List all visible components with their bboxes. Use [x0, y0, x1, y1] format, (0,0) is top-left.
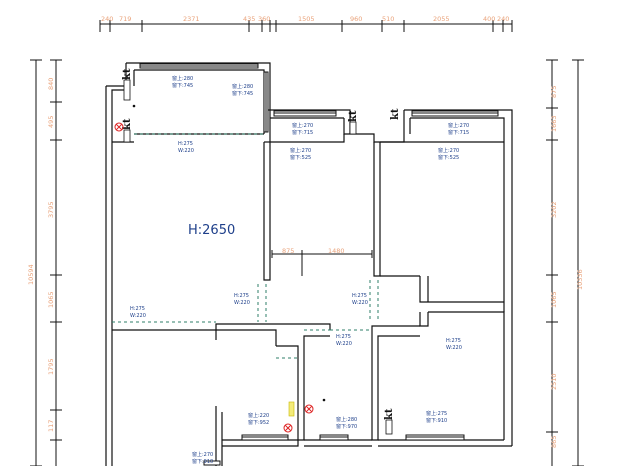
right-dim-2: 1663: [550, 115, 558, 132]
room-label: H:275: [178, 141, 193, 147]
room-label: 窗下:525: [438, 154, 459, 161]
gas-valve-icon: [114, 122, 124, 132]
room-label: W:220: [446, 345, 462, 351]
room-label: 窗下:745: [172, 82, 193, 89]
gas-valve-icon: [304, 404, 314, 414]
kt-label: kt: [348, 110, 359, 122]
right-dim-4: 1065: [550, 291, 558, 308]
left-dimension-chain: 840 495 3795 1065 1795 117 10594: [27, 59, 62, 466]
room-label: 窗上:220: [248, 412, 269, 419]
gas-valve-icon: [283, 423, 293, 433]
room-label: 窗上:270: [192, 451, 213, 458]
room-label: 窗上:270: [438, 147, 459, 154]
kt-markers: kt kt kt kt kt: [122, 68, 401, 435]
room-label: 窗下:970: [336, 423, 357, 430]
top-dim-10: 400: [483, 15, 495, 23]
inner-dim-2: 1480: [328, 247, 345, 255]
right-dim-5: 2510: [550, 373, 558, 390]
kt-label: kt: [122, 68, 133, 80]
left-dim-2: 495: [47, 116, 55, 128]
top-dim-6: 1505: [298, 15, 315, 23]
right-dimension-chain: 875 1663 3202 1065 2510 865 10336: [546, 59, 584, 466]
door-openings: [112, 133, 379, 359]
room-label: 窗下:745: [232, 90, 253, 97]
right-total: 10336: [576, 269, 584, 290]
room-label: 窗上:280: [172, 75, 193, 82]
top-dim-7: 960: [350, 15, 362, 23]
room-label: 窗下:910: [192, 458, 213, 465]
inner-dim-1: 875: [282, 247, 294, 255]
room-label: 窗下:525: [290, 154, 311, 161]
inner-dimension: 875 1480: [271, 247, 373, 276]
labels: 窗上:280 窗下:745 窗上:280 窗下:745 窗上:270 窗下:71…: [130, 75, 469, 465]
top-dim-5: 360: [258, 15, 270, 23]
kt-label: kt: [390, 108, 401, 120]
top-dim-11: 240: [497, 15, 509, 23]
room-label: W:220: [130, 313, 146, 319]
top-dim-1: 240: [101, 15, 113, 23]
gas-symbols: [114, 122, 314, 433]
room-label: 窗下:715: [292, 129, 313, 136]
left-dim-1: 840: [47, 78, 55, 90]
kt-label: kt: [122, 118, 133, 130]
room-label: 窗上:275: [426, 410, 447, 417]
top-dim-9: 2055: [433, 15, 450, 23]
room-label: 窗下:715: [448, 129, 469, 136]
left-total: 10594: [27, 264, 35, 285]
left-dim-4: 1065: [47, 291, 55, 308]
left-dim-5: 1795: [47, 358, 55, 375]
room-label: H:275: [352, 293, 367, 299]
meter-box: [288, 401, 295, 417]
right-dim-3: 3202: [550, 201, 558, 218]
right-dim-6: 865: [550, 436, 558, 448]
room-label: H:275: [446, 338, 461, 344]
right-dim-1: 875: [550, 86, 558, 98]
room-label: 窗上:270: [290, 147, 311, 154]
room-label: H:275: [130, 306, 145, 312]
room-label: W:220: [352, 300, 368, 306]
windows: [139, 63, 499, 466]
left-dim-6: 117: [47, 420, 55, 432]
room-label: H:275: [336, 334, 351, 340]
room-label: 窗上:280: [232, 83, 253, 90]
room-label: H:275: [234, 293, 249, 299]
room-label: 窗下:952: [248, 419, 269, 426]
top-dim-2: 719: [119, 15, 131, 23]
room-label: W:220: [336, 341, 352, 347]
top-dim-8: 510: [382, 15, 394, 23]
room-label: 窗上:280: [336, 416, 357, 423]
room-label: 窗下:910: [426, 417, 447, 424]
top-dim-4: 435: [243, 15, 255, 23]
kt-label: kt: [384, 408, 395, 420]
room-label: W:220: [234, 300, 250, 306]
ceiling-height-label: H:2650: [188, 223, 235, 238]
room-label: 窗上:270: [292, 122, 313, 129]
room-label: 窗上:270: [448, 122, 469, 129]
left-dim-3: 3795: [47, 201, 55, 218]
top-dim-3: 2371: [183, 15, 200, 23]
top-dimension-chain: 240 719 2371 435 360 1505 960 510 2055 4…: [99, 15, 513, 32]
room-label: W:220: [178, 148, 194, 154]
